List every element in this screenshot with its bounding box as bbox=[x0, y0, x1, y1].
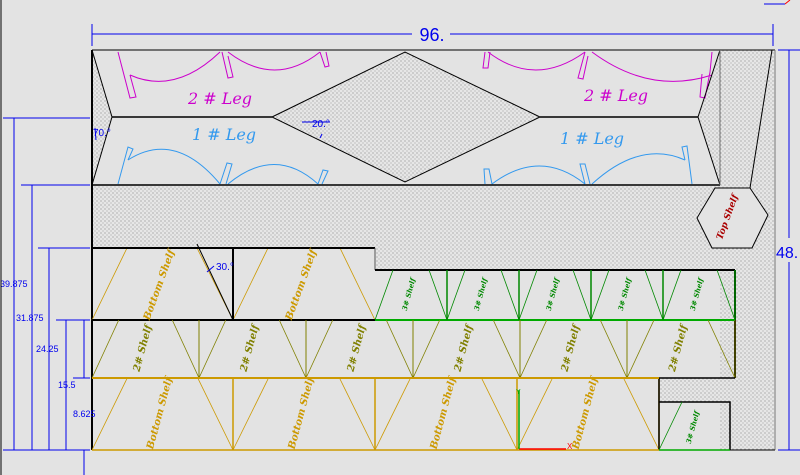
leg-2-label: 2 # Leg bbox=[583, 86, 648, 105]
hatched-regions bbox=[92, 50, 775, 450]
shelf-edge bbox=[590, 269, 610, 321]
leg-2-label: 2 # Leg bbox=[187, 89, 252, 108]
shelf-edge bbox=[232, 377, 269, 451]
shelf-label: 3# Shelf bbox=[688, 275, 706, 312]
shelf-edge bbox=[385, 319, 414, 379]
shelf-edge bbox=[662, 269, 682, 321]
ucs-axis-icon: X Y bbox=[516, 389, 573, 451]
shelf-edge bbox=[644, 269, 664, 321]
shelf-edge bbox=[374, 377, 411, 451]
shelf-label: 2# Shelf bbox=[345, 322, 369, 374]
shelf-edge bbox=[707, 319, 736, 379]
shelf-edge bbox=[91, 319, 120, 379]
shelf-label: 3# Shelf bbox=[684, 408, 702, 445]
y-axis-label: Y bbox=[516, 389, 521, 396]
shelf-edge bbox=[197, 377, 234, 451]
shelf-label: 2# Shelf bbox=[238, 322, 262, 374]
dimension-39875: 39.875 bbox=[0, 279, 28, 289]
shelf-label: Bottom Shelf bbox=[286, 375, 316, 452]
dimension-8625: 8.625 bbox=[73, 409, 96, 419]
dimension-2425: 24.25 bbox=[36, 344, 59, 354]
shelf-label: 3# Shelf bbox=[400, 275, 418, 312]
leg-1-label: 1 # Leg bbox=[560, 129, 624, 148]
dimension-lines bbox=[3, 24, 800, 475]
shelf-label: 2# Shelf bbox=[667, 322, 691, 374]
shelf-edge bbox=[716, 269, 736, 321]
angle-30: 30.° bbox=[216, 262, 234, 273]
leg-outline bbox=[91, 49, 776, 450]
shelf-edge bbox=[518, 269, 538, 321]
small-shelf-outline: 3# Shelf bbox=[92, 377, 775, 451]
shelf-label: 2# Shelf bbox=[452, 322, 476, 374]
bottom-shelf-label: Bottom Shelf bbox=[283, 247, 320, 323]
shelf-edge bbox=[626, 319, 655, 379]
shelf-edge bbox=[91, 377, 128, 451]
shelf-edge bbox=[446, 269, 466, 321]
leg-1-label: 1 # Leg bbox=[192, 125, 256, 144]
width-dimension: 96. bbox=[419, 25, 444, 45]
dimension-31875: 31.875 bbox=[16, 313, 44, 323]
shelf-label: Bottom Shelf bbox=[145, 375, 175, 452]
shelf-label: 2# Shelf bbox=[131, 322, 155, 374]
shelf-edge bbox=[500, 269, 520, 321]
shelf-label: 3# Shelf bbox=[472, 275, 490, 312]
angle-70: 70.° bbox=[93, 128, 111, 139]
shelf-edge bbox=[171, 319, 200, 379]
shelf-label: 2# Shelf bbox=[559, 322, 583, 374]
shelf-label: Bottom Shelf bbox=[428, 375, 458, 452]
shelf-label: Bottom Shelf bbox=[570, 375, 600, 452]
x-axis-label: X bbox=[567, 442, 573, 451]
corner-ucs-icon bbox=[764, 0, 791, 5]
shelf-2-row: 2# Shelf 2# Shelf 2# Shelf 2# Shelf 2# Shelf… bbox=[91, 319, 736, 379]
angle-20: 20.° bbox=[312, 119, 330, 130]
shelf-edge bbox=[305, 319, 334, 379]
shelf-edge bbox=[428, 269, 448, 321]
shelf-edge bbox=[339, 377, 376, 451]
bottom-shelf-row: Bottom Shelf Bottom Shelf Bottom Shelf Bott… bbox=[91, 375, 660, 452]
shelf-edge bbox=[516, 377, 553, 451]
dimension-155: 15.5 bbox=[58, 380, 76, 390]
leg-1-curves bbox=[117, 145, 693, 185]
bottom-shelf-label: Bottom Shelf bbox=[141, 247, 178, 323]
shelf-3-row: 3# Shelf 3# Shelf 3# Shelf 3# Shelf 3# Shelf bbox=[374, 269, 736, 321]
shelf-edge bbox=[198, 319, 227, 379]
height-dimension: 48. bbox=[776, 245, 798, 262]
shelf-edge bbox=[278, 319, 307, 379]
shelf-label: 3# Shelf bbox=[544, 275, 562, 312]
shelf-label: 3# Shelf bbox=[616, 275, 634, 312]
shelf-edge bbox=[492, 319, 521, 379]
shelf-edge bbox=[481, 377, 518, 451]
shelf-edge bbox=[623, 377, 660, 451]
shelf-edge bbox=[572, 269, 592, 321]
shelf-edge bbox=[412, 319, 441, 379]
shelf-edge bbox=[374, 269, 394, 321]
shelf-edge bbox=[599, 319, 628, 379]
shelf-edge bbox=[519, 319, 548, 379]
